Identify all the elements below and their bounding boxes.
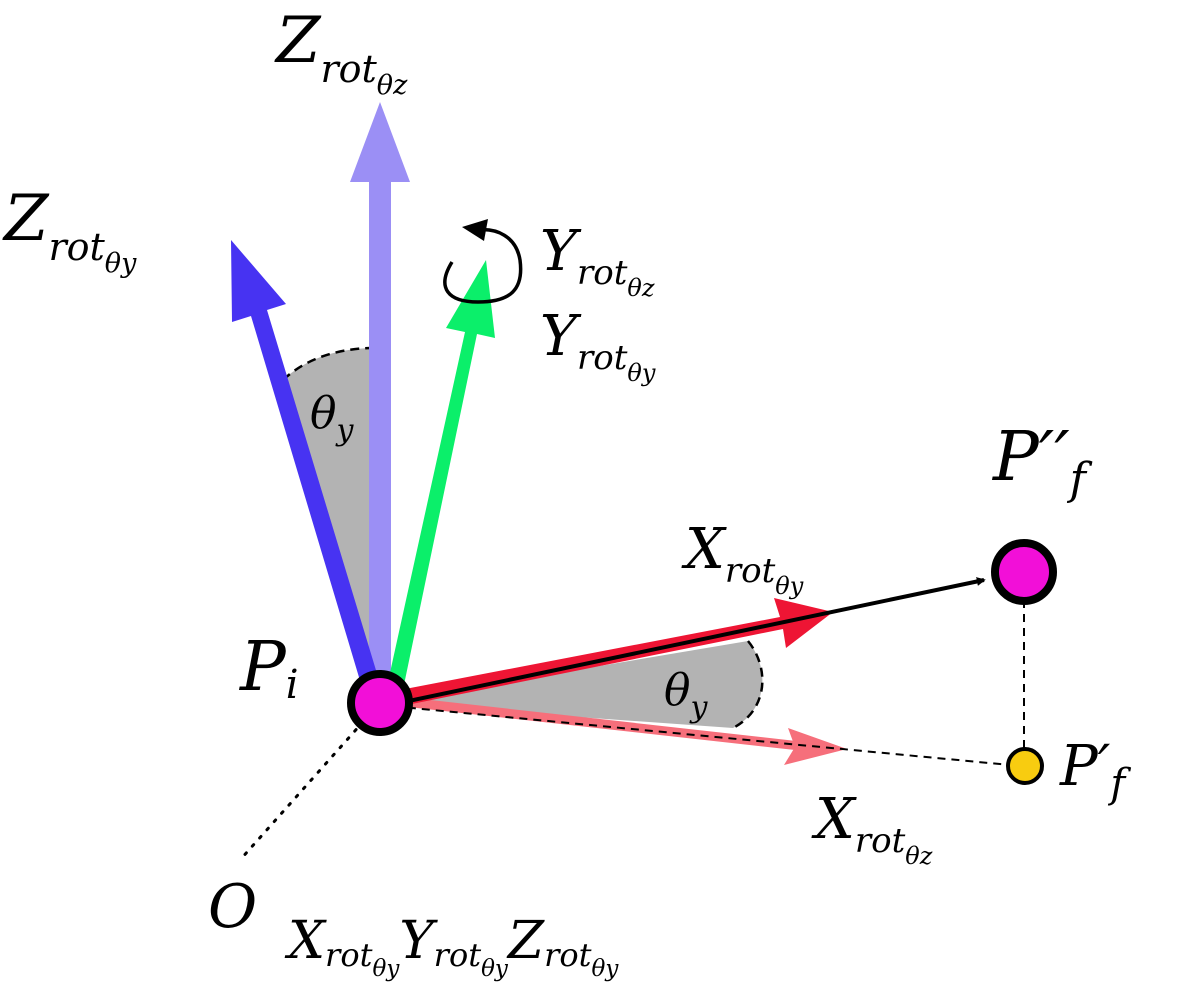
label-origin: O [208,872,257,942]
label-x-rot-theta-z: Xrotθz [811,787,933,870]
label-theta-y-upper: θy [310,388,355,448]
black-vector-arrow [379,577,986,709]
label-x-rot-theta-y: Xrotθy [681,517,804,600]
y-rot-arrow [384,260,495,704]
label-y-rot-theta-y: Yrotθy [540,304,656,387]
label-z-rot-theta-z: Zrotθz [274,4,408,101]
label-y-rot-theta-z: Yrotθz [540,219,655,302]
origin-dotted-line [238,703,380,862]
rotation-indicator-icon [443,219,523,304]
angle-arc-lower [732,640,764,730]
projection-dashed-line [379,704,1011,766]
label-p-single-f: P′f [1059,734,1131,807]
z-rot-theta-z-arrow [350,102,410,700]
z-rot-theta-y-arrow [231,240,385,704]
point-pi [347,670,413,736]
label-z-rot-theta-y: Zrotθy [2,182,137,279]
label-frame: XrotθyYrotθyZrotθy [284,911,619,982]
point-p-double-f [991,539,1057,605]
label-p-i: Pi [238,628,299,708]
point-p-single-f [1006,747,1044,785]
label-theta-y-lower: θy [664,665,709,725]
angle-arc-upper [282,346,371,381]
